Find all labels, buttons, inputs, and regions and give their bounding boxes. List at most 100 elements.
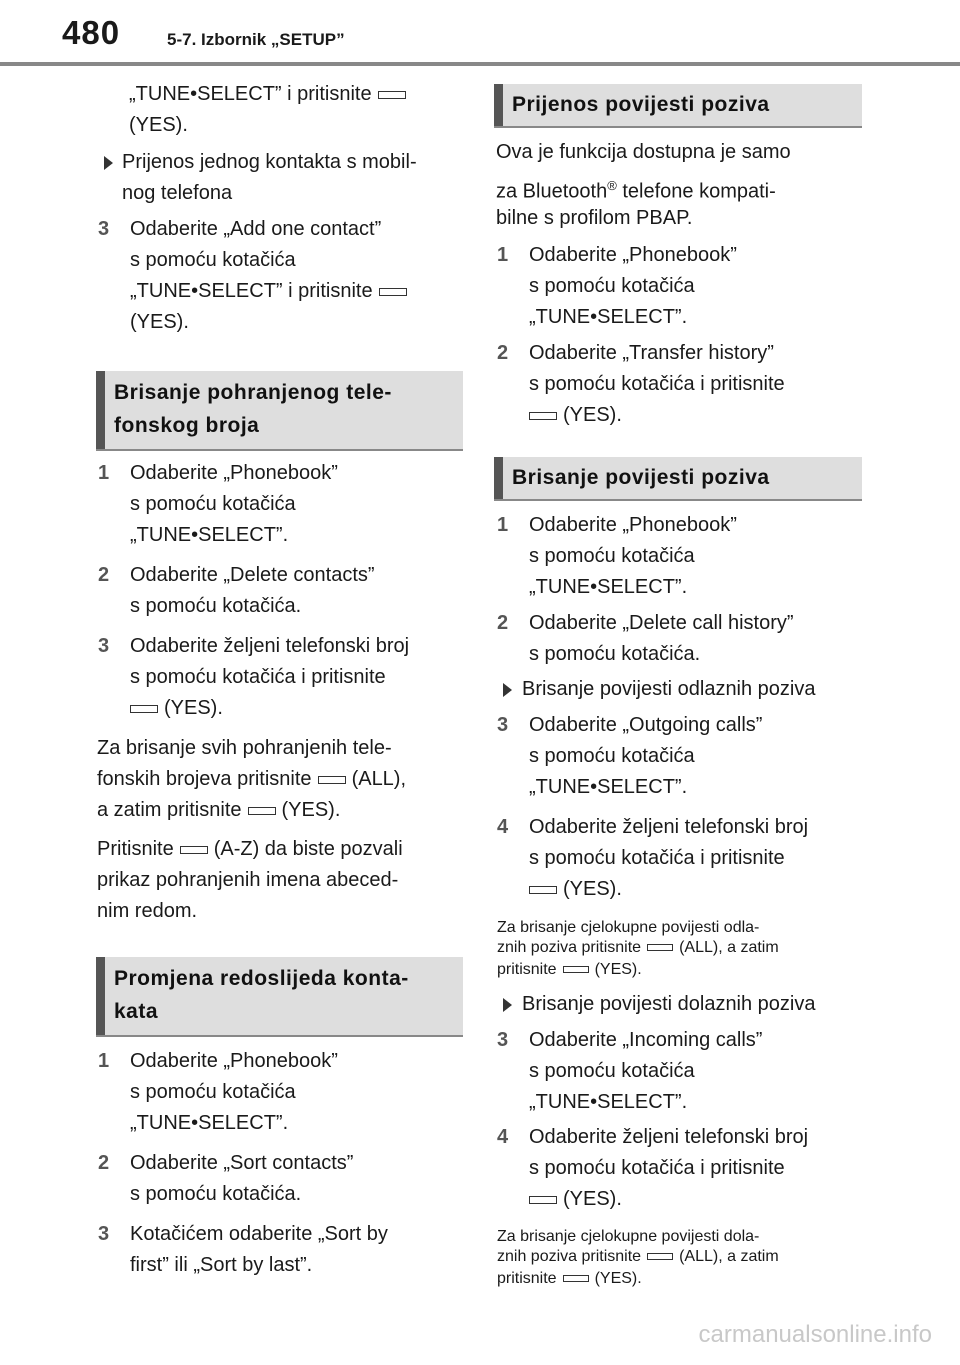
- text-line: „TUNE•SELECT” i pritisnite: [129, 79, 412, 110]
- text-line: s pomoću kotačića: [130, 249, 296, 271]
- text-line: Odaberite „Outgoing calls”: [529, 714, 763, 736]
- subheading-line: Brisanje povijesti odlaznih poziva: [522, 678, 816, 700]
- page-header: 480 5-7. Izbornik „SETUP”: [0, 0, 960, 66]
- text-line: Odaberite „Phonebook”: [130, 462, 338, 484]
- text-line: „TUNE•SELECT”.: [130, 524, 289, 546]
- text-line: (YES).: [130, 311, 189, 333]
- section-heading: Brisanje povijesti poziva: [494, 457, 862, 501]
- text-line: (YES).: [129, 114, 188, 136]
- triangle-bullet-icon: [503, 998, 512, 1012]
- button-symbol-icon: [647, 1253, 674, 1261]
- note-line: znih poziva pritisnite(ALL), a zatim: [497, 1248, 779, 1265]
- text-line: Kotačićem odaberite „Sort by: [130, 1223, 388, 1245]
- section-heading: Prijenos povijesti poziva: [494, 84, 862, 128]
- button-symbol-icon: [378, 287, 407, 296]
- step-number: 2: [98, 564, 110, 586]
- text-line: s pomoću kotačića: [529, 545, 695, 567]
- button-symbol-icon: [529, 1195, 557, 1204]
- text-line: prikaz pohranjenih imena abeced-: [97, 869, 399, 891]
- text-line: s pomoću kotačića i pritisnite: [529, 847, 785, 869]
- section-heading: Promjena redoslijeda konta- kata: [96, 957, 463, 1037]
- text-line: Odaberite „Incoming calls”: [529, 1029, 763, 1051]
- step-number: 3: [98, 1223, 110, 1245]
- text-line: Odaberite željeni telefonski broj: [529, 816, 809, 838]
- step-number: 2: [98, 1152, 110, 1174]
- text-line: Za brisanje svih pohranjenih tele-: [97, 737, 392, 759]
- button-symbol-icon: [130, 704, 158, 713]
- step-number: 1: [98, 1050, 110, 1072]
- text-line: „TUNE•SELECT”.: [130, 1112, 289, 1134]
- button-symbol-icon: [317, 775, 346, 784]
- note-line: pritisnite(YES).: [497, 1270, 642, 1287]
- text-line: „TUNE•SELECT”.: [529, 306, 688, 328]
- text-line: Odaberite „Delete contacts”: [130, 564, 375, 586]
- note-line: Za brisanje cjelokupne povijesti dola-: [497, 1228, 760, 1245]
- button-symbol-icon: [377, 90, 406, 99]
- text-line: s pomoću kotačića: [529, 275, 695, 297]
- button-symbol-icon: [247, 806, 276, 815]
- step-number: 4: [497, 1126, 509, 1148]
- text-line: first” ili „Sort by last”.: [130, 1254, 313, 1276]
- text-line: fonskih brojeva pritisnite(ALL),: [97, 768, 407, 790]
- text-line: (YES).: [523, 400, 622, 431]
- text-line: „TUNE•SELECT”.: [529, 576, 688, 598]
- step-number: 1: [497, 244, 509, 266]
- button-symbol-icon: [529, 411, 557, 420]
- text-line: Odaberite „Phonebook”: [529, 514, 737, 536]
- text-line: nim redom.: [97, 900, 198, 922]
- triangle-bullet-icon: [503, 683, 512, 697]
- text-line: Odaberite „Transfer history”: [529, 342, 774, 364]
- page-number: 480: [62, 14, 121, 51]
- text-line: Odaberite „Delete call history”: [529, 612, 794, 634]
- step-number: 3: [497, 714, 509, 736]
- text-line: (YES).: [523, 874, 622, 905]
- text-line: Ova je funkcija dostupna je samo: [496, 141, 791, 163]
- button-symbol-icon: [562, 966, 589, 974]
- text-line: s pomoću kotačića: [529, 745, 695, 767]
- subheading-line: nog telefona: [122, 182, 233, 204]
- note-line: Za brisanje cjelokupne povijesti odla-: [497, 919, 760, 936]
- text-line: a zatim pritisnite(YES).: [97, 799, 341, 821]
- section-heading: Brisanje pohranjenog tele- fonskog broja: [96, 371, 463, 451]
- button-symbol-icon: [562, 1275, 589, 1283]
- text-line: Odaberite „Phonebook”: [130, 1050, 338, 1072]
- step-number: 2: [497, 612, 509, 634]
- step-number: 1: [497, 514, 509, 536]
- button-symbol-icon: [179, 845, 208, 854]
- button-symbol-icon: [529, 885, 557, 894]
- text-line: s pomoću kotačića.: [529, 643, 701, 665]
- step-number: 4: [497, 816, 509, 838]
- text-line: s pomoću kotačića: [130, 493, 296, 515]
- text-line: s pomoću kotačića.: [130, 1183, 302, 1205]
- text-line: (YES).: [523, 1184, 622, 1215]
- text-line: Odaberite željeni telefonski broj: [529, 1126, 809, 1148]
- text-line: s pomoću kotačića i pritisnite: [529, 1157, 785, 1179]
- watermark: carmanualsonline.info: [698, 1321, 932, 1348]
- step-number: 2: [497, 342, 509, 364]
- text-line: Odaberite „Phonebook”: [529, 244, 737, 266]
- text-line: „TUNE•SELECT” i pritisnite: [130, 276, 413, 307]
- text-line: Odaberite željeni telefonski broj: [130, 635, 410, 657]
- step-number: 1: [98, 462, 110, 484]
- text-line: bilne s profilom PBAP.: [496, 207, 693, 229]
- text-line: (YES).: [124, 693, 223, 724]
- button-symbol-icon: [647, 944, 674, 952]
- text-line: s pomoću kotačića i pritisnite: [130, 666, 386, 688]
- step-number: 3: [497, 1029, 509, 1051]
- text-line: Odaberite „Sort contacts”: [130, 1152, 354, 1174]
- triangle-bullet-icon: [104, 156, 113, 170]
- subheading-line: Brisanje povijesti dolaznih poziva: [522, 993, 816, 1015]
- text-line: za Bluetooth® telefone kompati-: [496, 178, 776, 203]
- text-line: „TUNE•SELECT”.: [529, 1091, 688, 1113]
- text-line: s pomoću kotačića: [529, 1060, 695, 1082]
- text-line: „TUNE•SELECT”.: [529, 776, 688, 798]
- text-line: s pomoću kotačića: [130, 1081, 296, 1103]
- note-line: pritisnite(YES).: [497, 961, 642, 978]
- step-number: 3: [98, 635, 110, 657]
- subheading-line: Prijenos jednog kontakta s mobil-: [122, 151, 417, 173]
- text-line: Pritisnite(A-Z) da biste pozvali: [97, 838, 403, 860]
- step-number: 3: [98, 218, 110, 240]
- section-title: 5-7. Izbornik „SETUP”: [167, 30, 345, 49]
- header-divider: [0, 62, 960, 66]
- text-line: s pomoću kotačića i pritisnite: [529, 373, 785, 395]
